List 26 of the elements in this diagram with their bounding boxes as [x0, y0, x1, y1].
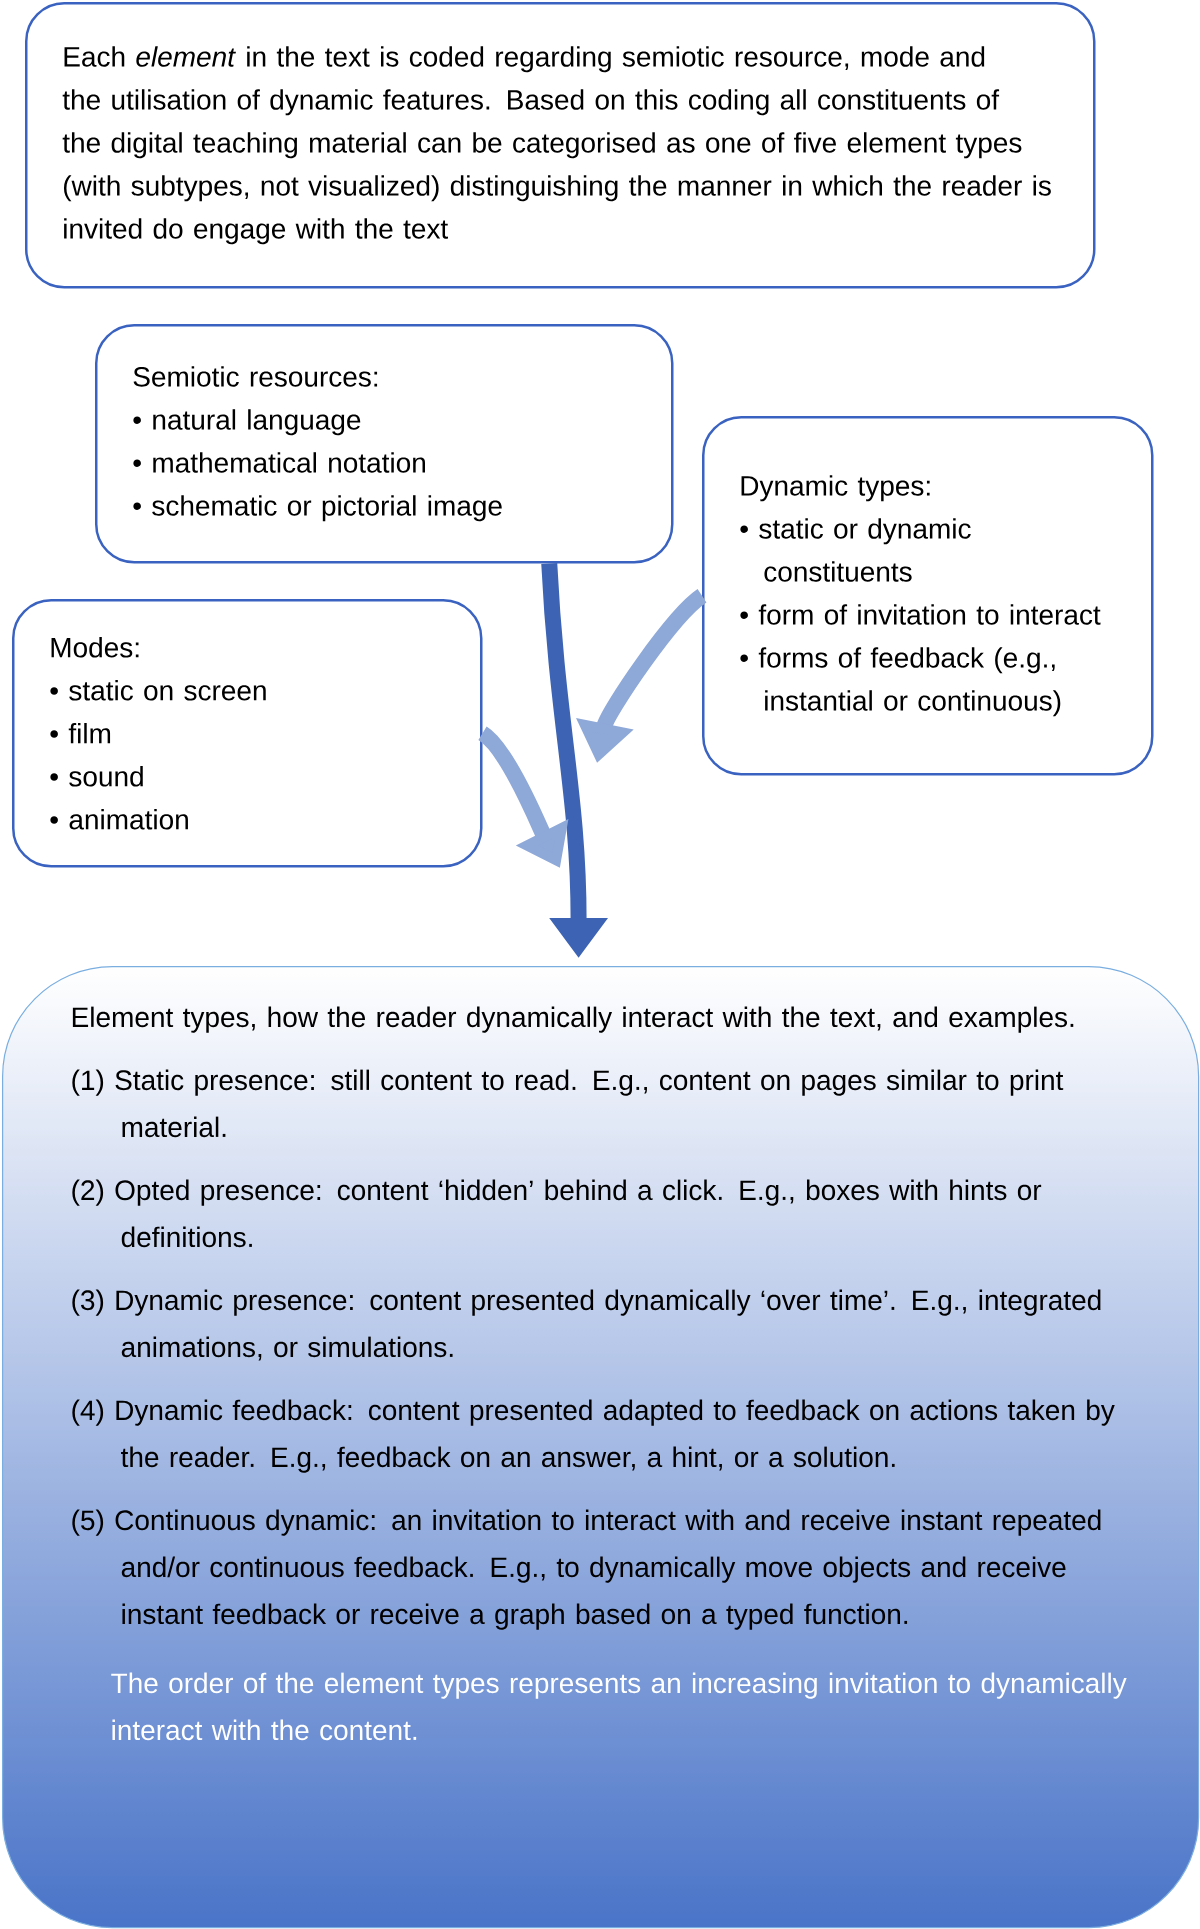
list-item: (3) Dynamic presence: content presented dynamically ‘over time’. E.g., integrated animations, or simulations.: [72, 1289, 1101, 1361]
note: The order of the element types represents an increasing invitation to dynamically interact with the content.: [111, 1672, 1127, 1741]
bullet-item: • form of invitation to interact: [740, 604, 1101, 625]
list-item: (4) Dynamic feedback: content presented adapted to feedback on actions taken by the reader. E.g., feedback on an answer, a hint, or a solution.: [72, 1399, 1115, 1473]
list-box: [95, 324, 674, 564]
bullet-item: • natural language: [133, 409, 361, 436]
heading: Modes:: [51, 637, 139, 658]
list-item: (2) Opted presence: content ‘hidden’ behind a click. E.g., boxes with hints or definitions.: [72, 1179, 1042, 1248]
bullet-item: • static or dynamic constituents: [740, 518, 971, 582]
list-item: (1) Static presence: still content to read. E.g., content on pages similar to print material.: [72, 1069, 1064, 1138]
bullet-item: • static on screen: [50, 680, 266, 701]
element-types-panel: [2, 966, 1200, 1929]
list-box: [12, 599, 483, 868]
list-item: (5) Continuous dynamic: an invitation to interact with and receive instant repeated and/or continuous feedback. E.g., to dynamically move objects and receive instant feedback or receive a graph based on a typed function.: [72, 1509, 1101, 1630]
bullet-item: • forms of feedback (e.g., instantial or continuous): [740, 647, 1061, 717]
heading: Semiotic resources:: [133, 366, 378, 387]
bullet-item: • film: [50, 723, 111, 744]
list-box: [702, 416, 1154, 776]
bullet-item: • sound: [50, 766, 143, 787]
bullet-item: • mathematical notation: [133, 452, 425, 473]
heading: Element types, how the reader dynamically interact with the text, and examples.: [72, 1006, 1074, 1033]
bullet-item: • schematic or pictorial image: [133, 495, 502, 522]
heading: Dynamic types:: [741, 475, 930, 502]
description-text: Each element in the text is coded regarding semiotic resource, mode and the utilisation of dynamic features. Based on this coding all constituents of the digital teaching material can be categorised as one of five element types (with subtypes, not visualized) distinguishing the manner in which the reader is invited do engage with the text: [62, 46, 1051, 245]
bullet-item: • animation: [50, 809, 188, 830]
text-box: [25, 2, 1096, 289]
